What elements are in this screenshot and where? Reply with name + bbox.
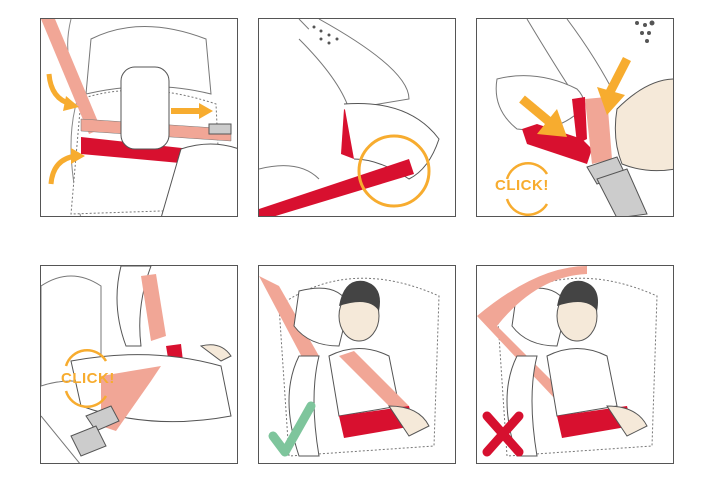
- incorrect-belt-position-illustration: [477, 266, 658, 457]
- click-label: CLICK!: [61, 370, 115, 387]
- step-3-panel: CLICK!: [476, 18, 674, 217]
- click-label: CLICK!: [495, 177, 549, 194]
- step-2-panel: [258, 18, 456, 217]
- step-4-panel: CLICK!: [40, 265, 238, 464]
- belt-routing-illustration: [41, 19, 237, 216]
- correct-belt-position-illustration: [259, 276, 440, 457]
- checkmark-icon: [268, 401, 316, 457]
- step-1-panel: [40, 18, 238, 217]
- cross-icon: [482, 411, 524, 457]
- lap-belt-detail-illustration: [259, 19, 440, 216]
- buckle-belt-illustration: [495, 19, 673, 216]
- buckle-belt-side-illustration: [41, 266, 232, 463]
- step-6-panel: [476, 265, 674, 464]
- step-5-panel: [258, 265, 456, 464]
